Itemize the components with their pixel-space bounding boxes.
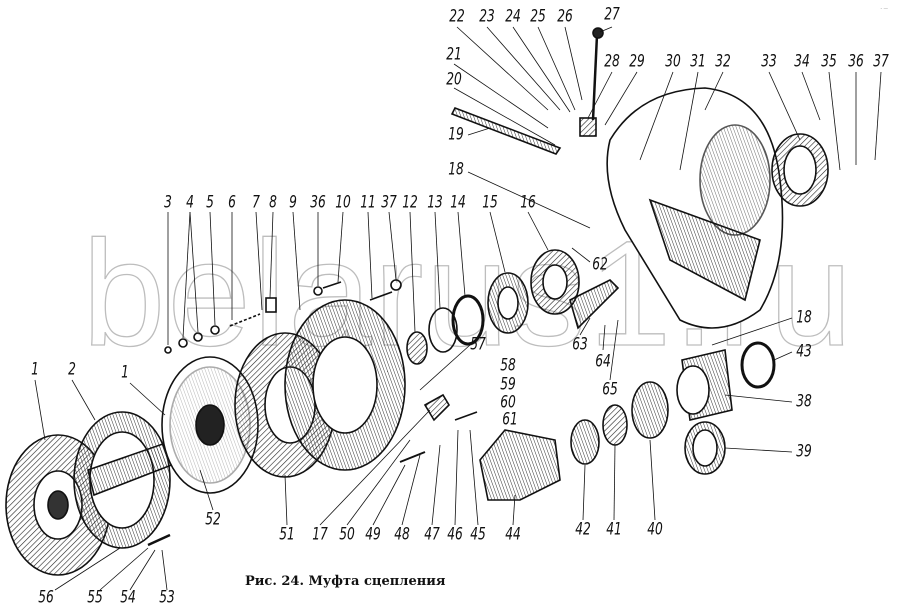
part-label: 46	[447, 524, 463, 545]
part-label: 64	[595, 351, 611, 372]
part-label: 43	[796, 341, 812, 362]
part-label: 3	[164, 192, 172, 213]
part-label: 28	[604, 51, 620, 72]
part-label: 29	[629, 51, 645, 72]
part-label: 14	[450, 192, 466, 213]
part-label: 38	[796, 391, 812, 412]
part-label: 18	[448, 159, 464, 180]
part-label: 4	[186, 192, 194, 213]
part-label: 57	[470, 334, 486, 355]
part-label: 44	[505, 524, 521, 545]
part-label: 39	[796, 441, 812, 462]
part-label: 1	[31, 359, 39, 380]
part-label: 27	[604, 4, 620, 25]
part-label: 37	[381, 192, 397, 213]
part-label: 23	[479, 6, 495, 27]
part-label: 51	[279, 524, 295, 545]
shaft-19	[450, 106, 562, 155]
figure-caption: Рис. 24. Муфта сцепления	[245, 574, 446, 589]
part-label: 33	[761, 51, 777, 72]
part-label: 58	[500, 355, 516, 376]
part-label: 16	[520, 192, 536, 213]
part-label: 35	[821, 51, 837, 72]
part-label: 25	[530, 6, 546, 27]
part-label: 13	[427, 192, 443, 213]
part-label: 30	[665, 51, 681, 72]
part-label: 62	[592, 254, 608, 275]
part-label: 65	[602, 379, 618, 400]
part-label: 50	[339, 524, 355, 545]
part-label: 22	[449, 6, 465, 27]
corner-mark: - —	[880, 6, 888, 12]
housing-44	[479, 429, 561, 501]
part-label: 5	[206, 192, 214, 213]
part-label: 63	[572, 334, 588, 355]
part-label: 42	[575, 519, 591, 540]
part-label: 6	[228, 192, 236, 213]
part-label: 18	[796, 307, 812, 328]
part-label: 48	[394, 524, 410, 545]
part-label: 60	[500, 392, 516, 413]
part-label: 47	[424, 524, 440, 545]
part-label: 37	[873, 51, 889, 72]
part-label: 55	[87, 587, 103, 608]
part-label: 15	[482, 192, 498, 213]
part-label: 36	[848, 51, 864, 72]
part-label: 34	[794, 51, 810, 72]
part-label: 8	[269, 192, 277, 213]
lever-27	[591, 34, 599, 121]
part-label: 56	[38, 587, 54, 608]
part-label: 31	[690, 51, 706, 72]
part-label: 24	[505, 6, 521, 27]
part-label: 26	[557, 6, 573, 27]
release-fork	[569, 279, 620, 330]
part-label: 54	[120, 587, 136, 608]
part-label: 41	[606, 519, 622, 540]
part-label: 20	[446, 69, 462, 90]
leader-lines	[34, 26, 882, 591]
part-label: 12	[402, 192, 418, 213]
part-label: 36	[310, 192, 326, 213]
part-label: 7	[252, 192, 260, 213]
part-label: 45	[470, 524, 486, 545]
part-label: 49	[365, 524, 381, 545]
part-label: 19	[448, 124, 464, 145]
part-label: 40	[647, 519, 663, 540]
part-label: 11	[360, 192, 376, 213]
part-label: 59	[500, 374, 516, 395]
part-label: 21	[446, 44, 462, 65]
part-label: 53	[159, 587, 175, 608]
part-label: 17	[312, 524, 328, 545]
part-label: 9	[289, 192, 297, 213]
part-label: 2	[68, 359, 76, 380]
part-label: 10	[335, 192, 351, 213]
part-label: 32	[715, 51, 731, 72]
part-label: 1	[121, 362, 129, 383]
part-label: 52	[205, 509, 221, 530]
part-label: 61	[502, 409, 518, 430]
